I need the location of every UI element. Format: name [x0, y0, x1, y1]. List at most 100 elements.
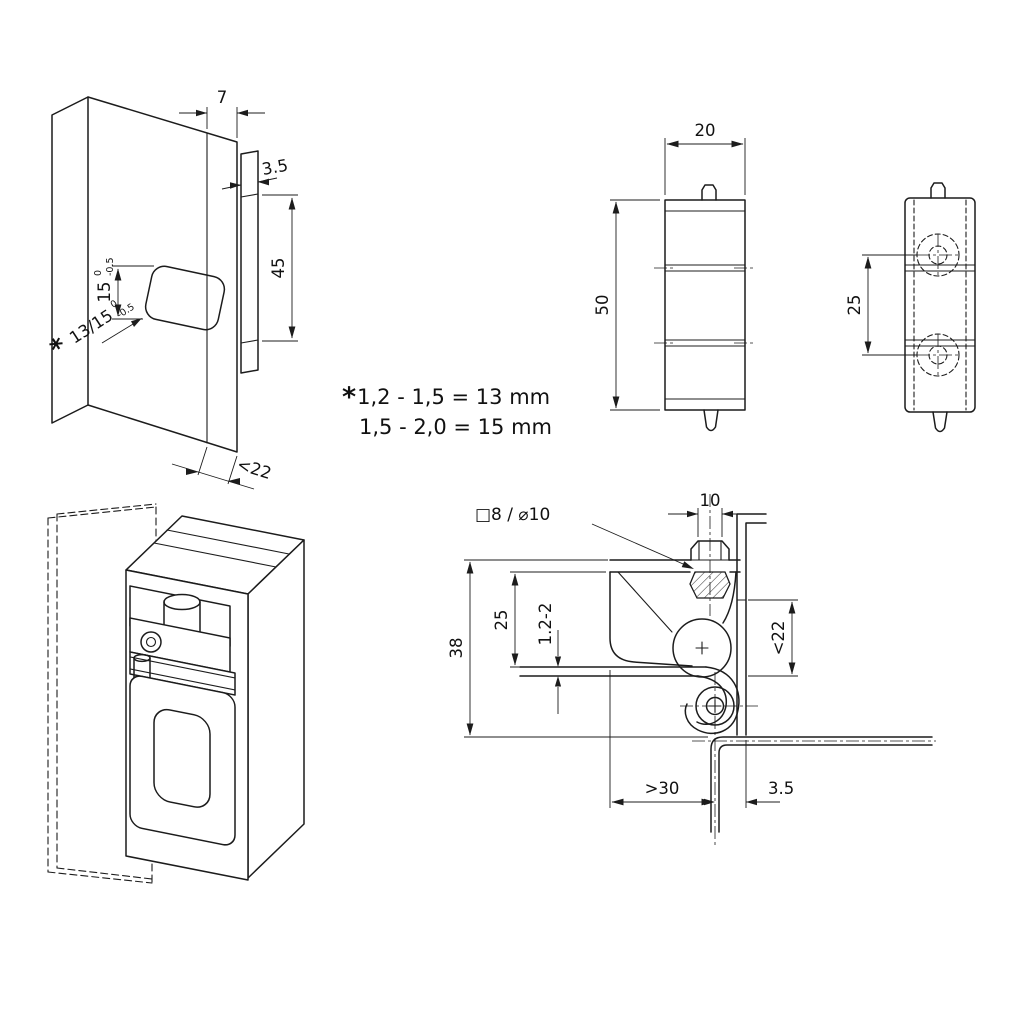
iso-ghost-door-shape [47, 503, 157, 519]
section-part-shape [695, 641, 709, 655]
cutout-part-shape [87, 96, 238, 453]
section-part-shape [609, 559, 741, 573]
dim-sheet-thickness: 1.2-2 [536, 603, 555, 646]
section-dimensions-shape [687, 510, 733, 518]
frame-profile [710, 736, 933, 833]
section-part-shape [609, 571, 693, 667]
section-dimensions-shape [591, 523, 691, 568]
dim-slot-height-group-shape: -0.5 [105, 257, 116, 276]
dim-plate-to-leaf: 25 [492, 610, 511, 631]
front-dimensions: 20 50 [593, 121, 746, 411]
iso-ghost-door-shape [47, 867, 153, 884]
iso-door-panel-shape [247, 539, 305, 879]
section-part-shape [722, 571, 737, 624]
cutout-part-shape [51, 96, 89, 424]
front-part-shape [664, 210, 746, 400]
dim-total-height: 38 [447, 638, 466, 659]
dim-flange-width: 7 [217, 88, 228, 107]
dim-min-width: >30 [645, 779, 680, 798]
front-part-shape [654, 267, 756, 344]
dim-cutout-width-group-shape: 0 [109, 298, 120, 311]
section-part-shape [617, 571, 673, 633]
section-dimensions-shape [704, 798, 757, 806]
hinge-screw [140, 631, 162, 653]
lower-leaf [519, 666, 707, 677]
cutout-part-shape [240, 193, 259, 344]
section-dimensions-shape [748, 599, 798, 677]
cutout-dimensions-shape [262, 194, 298, 342]
dim-height: 50 [593, 295, 612, 316]
view-front-elevation: 20 50 [593, 121, 756, 432]
dim-slot-height-group: 15 0 -0.5 [93, 257, 116, 302]
dim-slot-height-group-shape: 0 [93, 270, 104, 276]
side-part-shape [913, 199, 967, 411]
section-dimensions-shape [681, 561, 694, 569]
section-dimensions: 10 □8 / ⌀10 25 1.2-2 38 <22 >30 [447, 491, 798, 808]
section-dimensions-shape [554, 656, 562, 687]
dim-hole-spacing: 25 [845, 295, 864, 316]
side-part-shape [904, 264, 976, 347]
section-part-shape [705, 696, 725, 716]
section-dimensions-shape [510, 571, 606, 668]
cutout-dimensions-shape [112, 265, 154, 320]
hinge-pin-top [930, 182, 946, 199]
screw-head [690, 540, 730, 561]
star-note: *1,2 - 1,5 = 13 mm 1,5 - 2,0 = 15 mm [342, 380, 552, 439]
iso-hinge [129, 585, 236, 846]
note-asterisk: * [342, 382, 357, 413]
hole-size-label: □8 / ⌀10 [475, 505, 550, 525]
cutout-dimensions-shape [101, 320, 139, 344]
dim-frame-gap: 3.5 [768, 779, 794, 798]
front-dimensions-shape [664, 138, 746, 195]
hinge-pin-bottom [932, 411, 948, 433]
hinge-lower-leaf [129, 675, 236, 846]
dim-door-depth: <22 [235, 455, 274, 483]
side-part-shape [917, 234, 959, 276]
dim-cutout-width-group: * 13/15 0 -0.5 [45, 298, 137, 364]
dim-offset: 3.5 [260, 156, 289, 179]
dim-slot-height-group-shape: 15 [95, 282, 114, 303]
section-part [519, 513, 933, 833]
cutout-dimensions-shape [179, 107, 265, 138]
view-side-elevation: 25 [845, 182, 976, 433]
side-dimensions: 25 [845, 254, 917, 356]
hinge-pin-top [701, 184, 717, 201]
hinge-cylinder [163, 593, 201, 611]
cutout-dimensions-shape [197, 446, 238, 485]
section-dimensions-shape [609, 670, 747, 808]
side-part-shape [904, 197, 976, 413]
side-dimensions-shape [862, 254, 917, 356]
cutout-dimensions: 7 3.5 45 15 0 -0.5 * 13/15 0 -0.5 [45, 88, 298, 490]
cutout-part-shape [240, 150, 259, 374]
section-part-shape [686, 540, 734, 561]
section-dimensions-shape [464, 559, 708, 738]
dim-cutout-width-group-shape: 13/15 [66, 306, 116, 348]
dim-cutout-height: 45 [269, 258, 288, 279]
hinge-leaf-window [153, 708, 211, 808]
note-line-1: *1,2 - 1,5 = 13 mm [342, 380, 552, 413]
front-part [654, 184, 756, 432]
section-part-shape [708, 699, 722, 713]
iso-door-panel-shape [153, 529, 290, 568]
side-part [904, 182, 976, 433]
section-part-shape [718, 744, 933, 833]
view-panel-cutout: 7 3.5 45 15 0 -0.5 * 13/15 0 -0.5 [45, 88, 298, 490]
hinge-pin-bottom [703, 409, 719, 432]
dim-boss-width: 10 [700, 491, 721, 510]
cutout-dimensions-shape [171, 463, 255, 490]
hinge-pin [695, 686, 735, 726]
section-part-shape [684, 666, 740, 735]
cutout-dimensions-shape [230, 178, 269, 189]
section-dimensions-shape [668, 508, 752, 537]
section-part-shape [745, 522, 767, 736]
hinge-cutout-hole [144, 265, 226, 331]
door-edge [736, 513, 767, 736]
clamp-nut [689, 571, 731, 599]
cutout-dimensions-shape [196, 109, 248, 117]
cutout-dimensions-shape [131, 318, 142, 327]
note-line-2: 1,5 - 2,0 = 15 mm [359, 415, 552, 439]
front-dimensions-shape [610, 199, 660, 411]
front-part-shape [664, 199, 746, 411]
note-text-1: 1,2 - 1,5 = 13 mm [357, 385, 551, 409]
